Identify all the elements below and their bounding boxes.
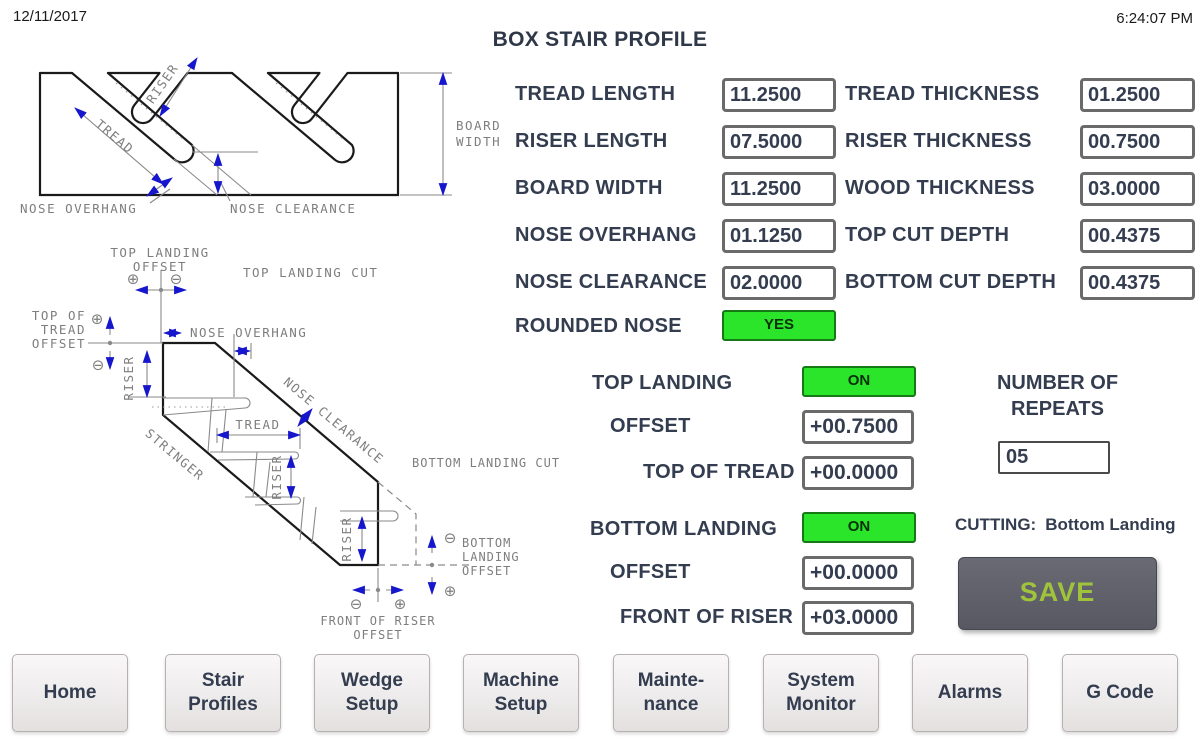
nose-clearance-label-field: NOSE CLEARANCE [515,271,707,293]
stringer-profile-diagram: ⊕ ⊖ ⊕ ⊖ ⊖ ⊕ ⊖ ⊕ TOP LANDING OFFSET TOP L… [32,245,560,642]
top-landing-cut-label: TOP LANDING CUT [243,265,378,280]
kerf-stipple [115,82,345,141]
save-button[interactable]: SAVE [958,557,1157,630]
bottom-landing-label: BOTTOM LANDING [590,518,778,540]
front-of-riser-field[interactable]: +03.0000 [802,601,914,635]
riser-dim-label-1: RISER [269,454,284,499]
top-cut-depth-label: TOP CUT DEPTH [845,224,1010,246]
tread-length-label: TREAD LENGTH [515,83,676,105]
front-of-riser-offset-label-2: OFFSET [353,628,402,642]
riser-dim-label: RISER [143,61,181,107]
nose-overhang-label: NOSE OVERHANG [20,201,137,216]
bottom-landing-toggle[interactable]: ON [802,512,916,543]
wood-thickness-label: WOOD THICKNESS [845,177,1035,199]
nav-stair-profiles-button[interactable]: Stair Profiles [165,654,281,732]
tread-thickness-field[interactable]: 01.2500 [1080,78,1195,112]
bottom-cut-depth-label: BOTTOM CUT DEPTH [845,271,1057,293]
nav-wedge-setup-button[interactable]: Wedge Setup [314,654,430,732]
stringer-outline [161,341,380,567]
board-profile-diagram: RISER TREAD NOSE OVERHANG NOSE CLEARANCE… [20,57,501,216]
nose-clearance-label: NOSE CLEARANCE [230,201,356,216]
cutting-status-value: Bottom Landing [1045,515,1176,534]
svg-text:⊖: ⊖ [92,356,105,374]
number-of-repeats-field[interactable]: 05 [998,441,1110,474]
bottom-landing-offset-label-2: LANDING [462,550,520,564]
board-outline [38,71,400,197]
svg-text:⊕: ⊕ [127,270,140,288]
top-of-tread-field[interactable]: +00.0000 [802,456,914,490]
svg-text:⊕: ⊕ [91,310,104,328]
svg-text:⊖: ⊖ [350,595,363,613]
top-of-tread-offset-label-3: OFFSET [32,336,86,351]
page-title: BOX STAIR PROFILE [492,28,708,51]
cutting-status-label: CUTTING: [955,515,1037,534]
extension-lines [149,72,452,204]
svg-text:⊖: ⊖ [170,270,183,288]
board-width-label-1: BOARD [456,118,501,133]
top-of-tread-label: TOP OF TREAD [643,461,795,483]
tread-dim-label: TREAD [235,417,280,432]
tread-thickness-label: TREAD THICKNESS [845,83,1040,105]
riser-length-label: RISER LENGTH [515,130,668,152]
top-landing-offset-label-1: TOP LANDING [110,245,209,260]
board-width-label: BOARD WIDTH [515,177,663,199]
riser-length-field[interactable]: 07.5000 [722,125,836,159]
nose-overhang-field[interactable]: 01.1250 [722,219,836,253]
top-landing-offset-label-2: OFFSET [133,259,187,274]
svg-text:⊕: ⊕ [444,582,457,600]
tread-length-field[interactable]: 11.2500 [722,78,836,112]
bottom-landing-offset-label-1: BOTTOM [462,536,511,550]
front-of-riser-offset-label-1: FRONT OF RISER [320,614,435,628]
time-display: 6:24:07 PM [1116,10,1193,27]
hidden-cut-lines [377,481,470,566]
wood-thickness-field[interactable]: 03.0000 [1080,172,1195,206]
rounded-nose-toggle[interactable]: YES [722,310,836,341]
riser-dim-label-2: RISER [339,516,354,561]
number-of-repeats-label: NUMBER OF REPEATS [996,372,1119,420]
plus-minus-symbols: ⊕ ⊖ ⊕ ⊖ ⊖ ⊕ ⊖ ⊕ [91,270,457,613]
bottom-landing-cut-label: BOTTOM LANDING CUT [412,456,560,470]
nose-overhang-label-field: NOSE OVERHANG [515,224,697,246]
bottom-landing-offset-label: OFFSET [610,561,691,583]
rounded-nose-label: ROUNDED NOSE [515,315,682,337]
top-landing-label: TOP LANDING [592,372,733,394]
top-landing-offset-label: OFFSET [610,415,691,437]
riser-dim-label-outer: RISER [121,355,136,400]
nav-system-monitor-button[interactable]: System Monitor [763,654,879,732]
board-width-field[interactable]: 11.2500 [722,172,836,206]
front-of-riser-label: FRONT OF RISER [620,606,794,628]
top-cut-depth-field[interactable]: 00.4375 [1080,219,1195,253]
nav-alarms-button[interactable]: Alarms [912,654,1028,732]
riser-thickness-label: RISER THICKNESS [845,130,1032,152]
svg-text:⊕: ⊕ [394,595,407,613]
svg-text:⊖: ⊖ [444,529,457,547]
step-geometry [88,270,399,602]
bottom-cut-depth-field[interactable]: 00.4375 [1080,266,1195,300]
nav-home-button[interactable]: Home [12,654,128,732]
board-width-label-2: WIDTH [456,134,501,149]
nose-clearance-label: NOSE CLEARANCE [281,374,387,467]
top-landing-offset-field[interactable]: +00.7500 [802,410,914,444]
bottom-landing-offset-label-3: OFFSET [462,564,511,578]
nav-machine-setup-button[interactable]: Machine Setup [463,654,579,732]
dimension-arrows [105,285,437,596]
riser-thickness-field[interactable]: 00.7500 [1080,125,1195,159]
tread-dim-label: TREAD [93,116,137,157]
nose-clearance-field[interactable]: 02.0000 [722,266,836,300]
top-of-tread-offset-label-2: TREAD [41,322,86,337]
date-display: 12/11/2017 [13,8,87,25]
top-of-tread-offset-label-1: TOP OF [32,308,86,323]
stringer-label: STRINGER [142,426,207,484]
nav-maintenance-button[interactable]: Mainte- nance [613,654,729,732]
nose-overhang-label: NOSE OVERHANG [190,325,307,340]
dimension-arrows [74,57,448,197]
cutting-status: CUTTING: Bottom Landing [955,515,1185,535]
bottom-landing-offset-field[interactable]: +00.0000 [802,556,914,590]
nav-g-code-button[interactable]: G Code [1062,654,1178,732]
top-landing-toggle[interactable]: ON [802,366,916,397]
